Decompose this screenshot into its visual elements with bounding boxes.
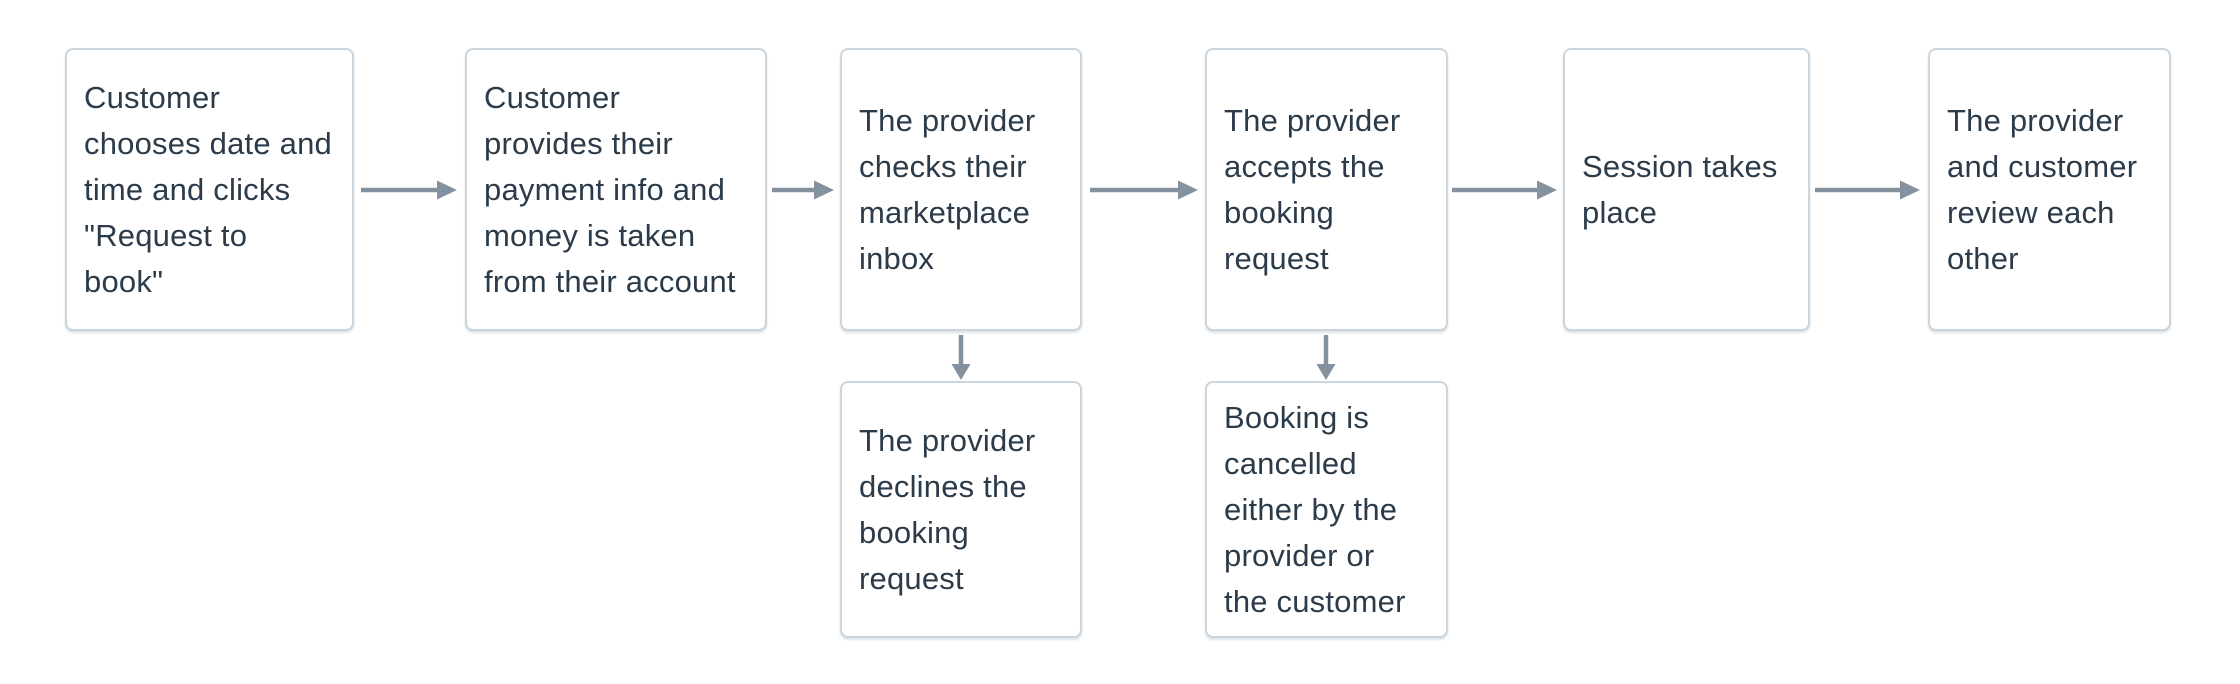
step-text: The provider and customer review each ot…: [1947, 102, 2138, 276]
step-text: Session takes place: [1582, 148, 1778, 230]
arrow-right-icon: [361, 180, 457, 200]
step-text: The provider declines the booking reques…: [859, 422, 1036, 596]
arrow-right-icon: [772, 180, 834, 200]
step-provider-checks-inbox: The provider checks their marketplace in…: [840, 48, 1082, 331]
step-provider-accepts-request: The provider accepts the booking request: [1205, 48, 1448, 331]
step-customer-requests-booking: Customer chooses date and time and click…: [65, 48, 354, 331]
step-customer-provides-payment: Customer provides their payment info and…: [465, 48, 767, 331]
step-review-each-other: The provider and customer review each ot…: [1928, 48, 2171, 331]
step-text: Booking is cancelled either by the provi…: [1224, 399, 1406, 619]
step-text: The provider checks their marketplace in…: [859, 102, 1036, 276]
arrow-right-icon: [1090, 180, 1198, 200]
branch-booking-cancelled: Booking is cancelled either by the provi…: [1205, 381, 1448, 638]
step-session-takes-place: Session takes place: [1563, 48, 1810, 331]
arrow-right-icon: [1815, 180, 1920, 200]
step-text: The provider accepts the booking request: [1224, 102, 1401, 276]
step-text: Customer chooses date and time and click…: [84, 79, 332, 299]
arrow-down-icon: [1316, 335, 1336, 380]
step-text: Customer provides their payment info and…: [484, 79, 736, 299]
arrow-right-icon: [1452, 180, 1557, 200]
branch-provider-declines-request: The provider declines the booking reques…: [840, 381, 1082, 638]
arrow-down-icon: [951, 335, 971, 380]
